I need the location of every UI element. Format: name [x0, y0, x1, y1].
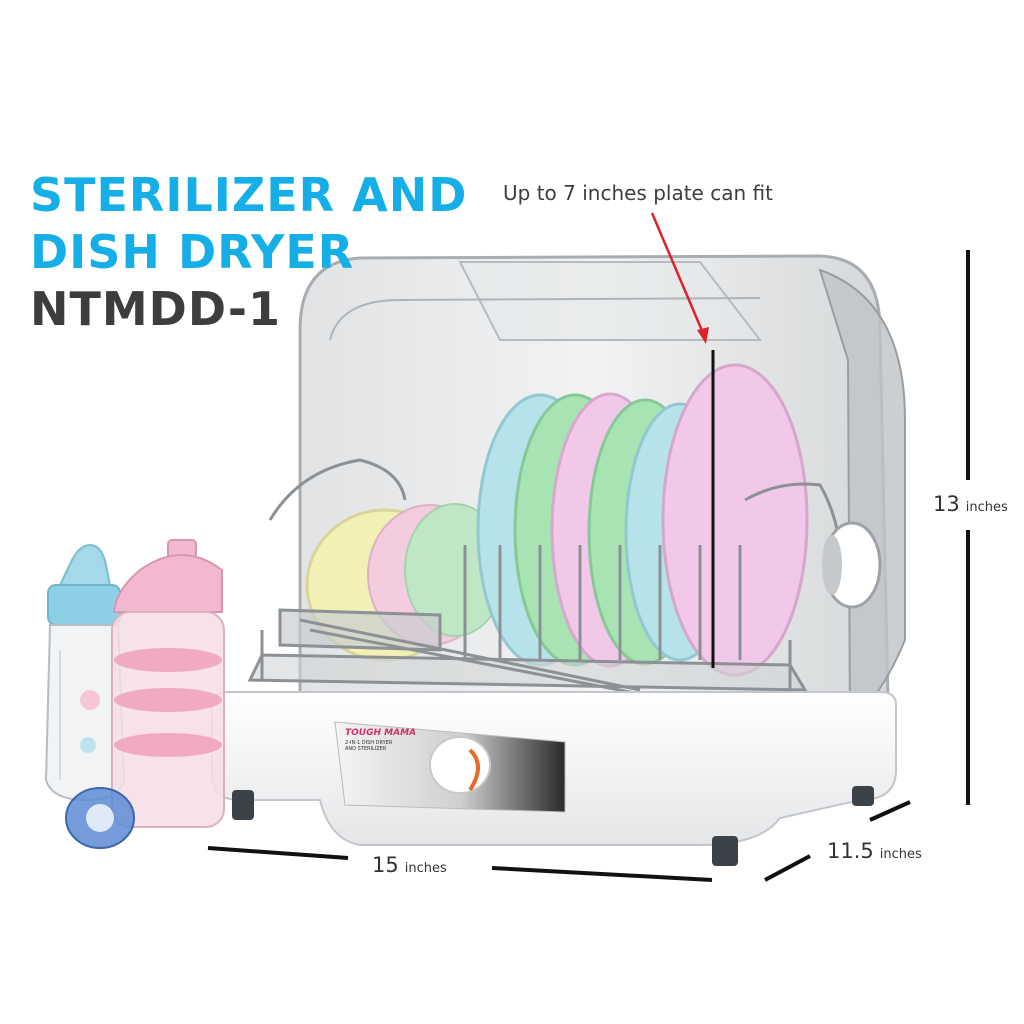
label-subtitle-1: 2-IN-1 DISH DRYER [345, 740, 393, 746]
model-number: NTMDD-1 [30, 282, 281, 336]
height-value: 13 [933, 492, 960, 516]
height-label: 13 inches [933, 492, 1008, 516]
label-subtitle-2: AND STERILIZER [345, 746, 387, 752]
steel-rack [247, 458, 842, 698]
plate-size-note: Up to 7 inches plate can fit [503, 181, 773, 205]
width-value: 15 [372, 853, 399, 877]
pointer-arrow [650, 212, 709, 344]
side-knob [822, 521, 882, 609]
width-label: 15 inches [372, 853, 447, 877]
title-line-1: STERILIZER AND [30, 168, 468, 222]
label-brand: TOUGH MAMA [345, 728, 416, 738]
product-label: TOUGH MAMA 2-IN-1 DISH DRYER AND STERILI… [345, 728, 445, 752]
baby-bottle [44, 543, 126, 802]
control-panel [334, 721, 566, 813]
depth-unit: inches [879, 847, 922, 862]
width-unit: inches [404, 861, 447, 876]
height-unit: inches [965, 500, 1008, 515]
depth-label: 11.5 inches [827, 839, 922, 863]
title-line-2: DISH DRYER [30, 225, 355, 279]
measurement-lines [207, 250, 970, 882]
pacifier [65, 787, 135, 849]
formula-dispenser [111, 539, 225, 828]
depth-value: 11.5 [827, 839, 874, 863]
